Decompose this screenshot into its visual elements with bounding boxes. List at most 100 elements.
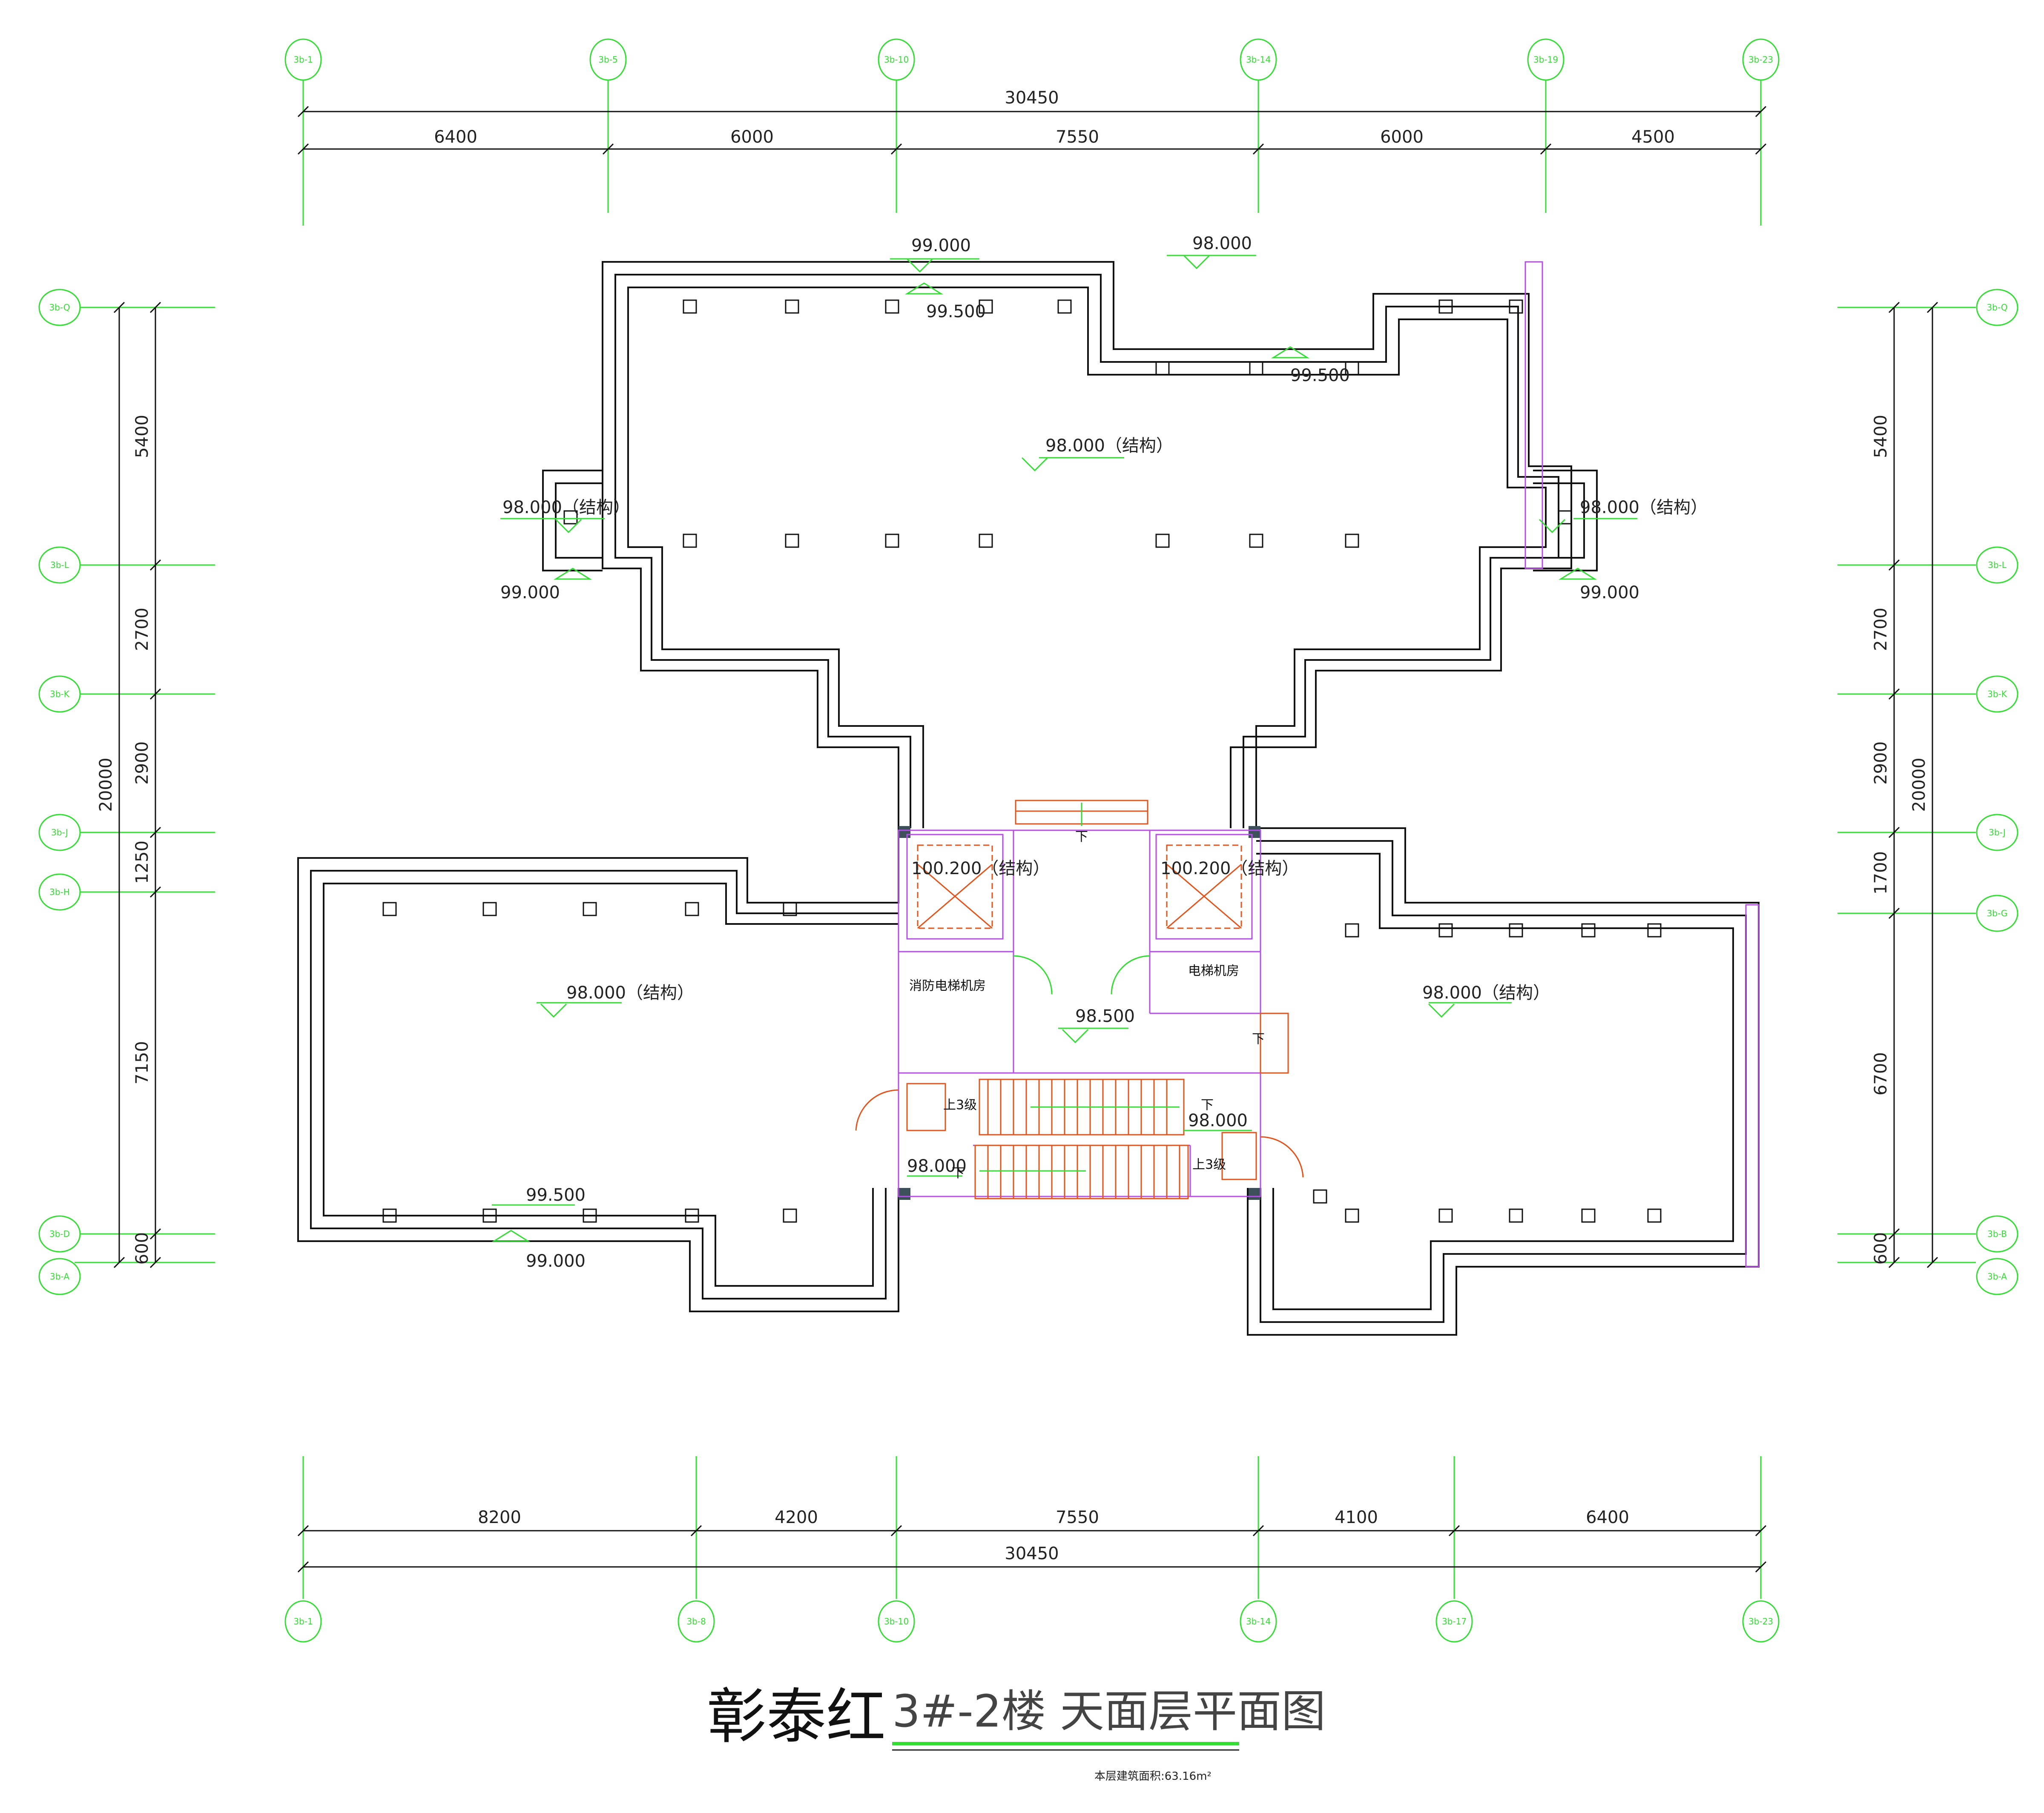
stair-down-note: 下 (1252, 1032, 1265, 1047)
svg-text:3b-Q: 3b-Q (49, 302, 70, 313)
axis-bubbles-left: 3b-Q 3b-L 3b-K 3b-J 3b-H 3b-D 3b-A (38, 289, 81, 1295)
stair-down-note: 下 (1075, 829, 1088, 844)
svg-text:3b-H: 3b-H (49, 887, 70, 897)
dim-right-segment: 5400 (1871, 415, 1891, 458)
level-right-bay: 98.000（结构） (1580, 498, 1708, 517)
axis-bubble: 3b-5 (589, 38, 627, 81)
dimension-top: 30450 6400 6000 7550 6000 4500 (297, 88, 1767, 155)
axis-bubble: 3b-23 (1742, 38, 1780, 81)
svg-text:3b-K: 3b-K (1987, 689, 2007, 699)
lower-right-roof-outline (1247, 827, 1760, 1336)
room-labels: 消防电梯机房 电梯机房 下 下 下 下 上3级 上3级 (909, 829, 1265, 1181)
axis-bubble: 3b-D (38, 1215, 81, 1253)
drawing-subtitle: 3#-2楼 天面层平面图 (892, 1685, 1326, 1737)
svg-text:3b-5: 3b-5 (598, 55, 617, 65)
axis-bubble: 3b-14 (1240, 1600, 1277, 1643)
dim-right-total: 20000 (1909, 757, 1929, 812)
dim-right-segment: 600 (1871, 1232, 1891, 1265)
svg-text:3b-10: 3b-10 (884, 55, 909, 65)
level-lower-left-roof: 98.000（结构） (566, 983, 694, 1003)
stair-down-note: 下 (1201, 1098, 1214, 1113)
level-markers (491, 255, 1637, 1242)
svg-text:3b-L: 3b-L (1988, 560, 2007, 570)
dim-left-segment: 600 (132, 1232, 152, 1265)
svg-text:3b-10: 3b-10 (884, 1616, 909, 1627)
level-top-parapet: 99.000 (911, 236, 971, 255)
dim-bottom-segment: 8200 (478, 1508, 521, 1527)
room-fire-elevator: 消防电梯机房 (909, 978, 986, 993)
axis-bubble: 3b-Q (38, 289, 81, 326)
axis-bubble: 3b-23 (1742, 1600, 1780, 1643)
axis-bubble: 3b-A (1976, 1258, 2018, 1295)
stair-up-note: 上3级 (943, 1098, 977, 1113)
dim-top-segment: 6000 (1380, 127, 1424, 147)
svg-text:3b-B: 3b-B (1987, 1229, 2007, 1239)
level-right-machine: 100.200（结构） (1160, 859, 1299, 878)
level-corridor: 98.500 (1075, 1007, 1135, 1026)
svg-text:3b-D: 3b-D (49, 1229, 70, 1239)
level-labels: 99.000 99.500 98.000 99.500 98.000（结构） 9… (500, 234, 1708, 1271)
dim-top-segment: 4500 (1631, 127, 1675, 147)
axis-bubble: 3b-19 (1527, 38, 1565, 81)
svg-text:3b-1: 3b-1 (293, 1616, 313, 1627)
dim-left-segment: 7150 (132, 1041, 152, 1084)
svg-text:3b-K: 3b-K (50, 689, 70, 699)
roof-drains (382, 299, 1662, 1223)
svg-text:3b-14: 3b-14 (1246, 1616, 1271, 1627)
lower-left-roof-outline (297, 828, 899, 1312)
svg-text:3b-17: 3b-17 (1442, 1616, 1467, 1627)
axis-bubble: 3b-K (1976, 675, 2018, 713)
level-lower-left-parapet: 99.000 (526, 1251, 586, 1271)
dim-top-segment: 6000 (730, 127, 774, 147)
axis-bubble: 3b-K (38, 675, 81, 713)
core-structure (855, 800, 1304, 1200)
axis-bubbles-right: 3b-Q 3b-L 3b-K 3b-J 3b-G 3b-B 3b-A (1976, 289, 2018, 1295)
dim-left-segment: 2700 (132, 608, 152, 651)
room-elevator: 电梯机房 (1188, 964, 1239, 978)
axis-bubble: 3b-8 (678, 1600, 715, 1643)
dim-left-segment: 5400 (132, 415, 152, 458)
axis-bubble: 3b-L (1976, 546, 2018, 584)
svg-text:3b-A: 3b-A (50, 1271, 69, 1282)
dim-bottom-total: 30450 (1005, 1544, 1059, 1563)
svg-text:3b-19: 3b-19 (1533, 55, 1558, 65)
stair-flights (906, 1013, 1289, 1199)
svg-text:3b-14: 3b-14 (1246, 55, 1271, 65)
dim-right-segment: 2900 (1871, 741, 1891, 785)
axis-bubble: 3b-A (38, 1258, 81, 1295)
dim-bottom-segment: 4200 (775, 1508, 818, 1527)
drawing-title: 彰泰红 (707, 1682, 886, 1752)
level-left-bay-parapet: 99.000 (500, 583, 560, 602)
axis-bubble: 3b-14 (1240, 38, 1277, 81)
axis-bubble: 3b-10 (878, 1600, 915, 1643)
axis-bubble: 3b-L (38, 546, 81, 584)
stair-down-note: 下 (952, 1166, 965, 1181)
dimension-right: 5400 2700 2900 1700 6700 600 20000 (1871, 301, 1938, 1268)
level-lower-right-roof: 98.000（结构） (1422, 983, 1550, 1003)
dim-right-segment: 2700 (1871, 608, 1891, 651)
axis-bubble: 3b-10 (878, 38, 915, 81)
svg-text:3b-J: 3b-J (51, 827, 68, 838)
level-lower-left-parapet-inner: 99.500 (526, 1185, 586, 1205)
svg-text:3b-8: 3b-8 (686, 1616, 706, 1627)
dim-left-segment: 2900 (132, 741, 152, 785)
svg-text:3b-A: 3b-A (1987, 1271, 2007, 1282)
dim-right-segment: 1700 (1871, 851, 1891, 895)
dim-top-total: 30450 (1005, 88, 1059, 108)
dim-bottom-segment: 4100 (1335, 1508, 1378, 1527)
dim-right-segment: 6700 (1871, 1052, 1891, 1096)
level-top-roof: 98.000 (1192, 234, 1252, 253)
axis-bubble: 3b-H (38, 873, 81, 911)
axis-bubble: 3b-J (1976, 814, 2018, 851)
floor-area-note: 本层建筑面积:63.16m² (1094, 1770, 1211, 1783)
dim-bottom-segment: 6400 (1586, 1508, 1629, 1527)
level-right-bay-parapet: 99.000 (1580, 583, 1639, 602)
svg-text:3b-G: 3b-G (1987, 908, 2008, 918)
level-notch-parapet: 99.500 (1290, 366, 1350, 385)
dim-top-segment: 7550 (1056, 127, 1099, 147)
axis-grid-lines (75, 72, 1976, 1599)
dimension-bottom: 8200 4200 7550 4100 6400 30450 (297, 1508, 1767, 1573)
axis-bubble: 3b-B (1976, 1215, 2018, 1253)
level-left-bay: 98.000（结构） (502, 498, 630, 517)
